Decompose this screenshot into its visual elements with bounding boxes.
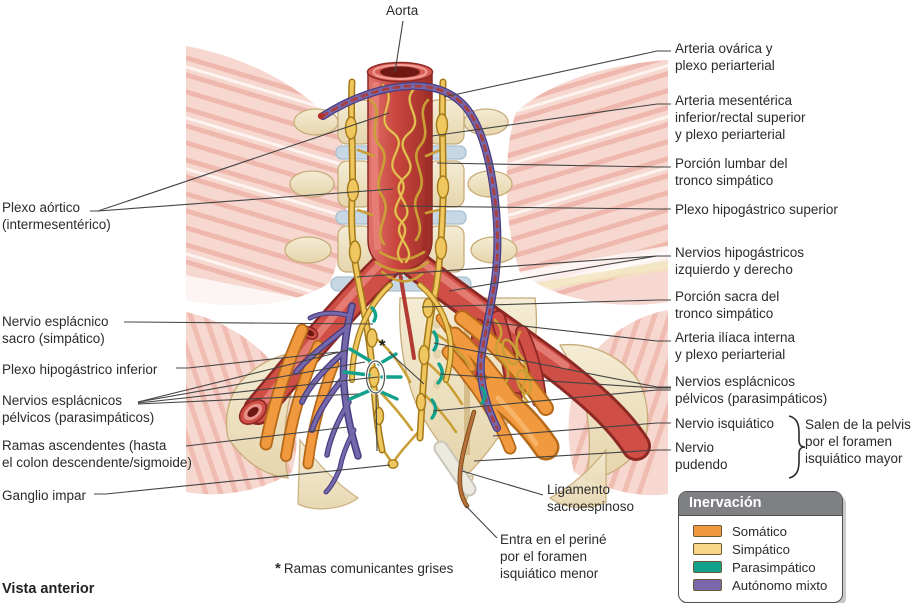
- asterisk-marker: *: [379, 336, 386, 355]
- label-plexo-hipogastrico-superior: Plexo hipogástrico superior: [675, 202, 838, 217]
- label-ramas-ascendentes: Ramas ascendentes (hasta el colon descen…: [2, 438, 192, 471]
- legend-swatch-somatico: [693, 525, 722, 537]
- label-plexo-aortico: Plexo aórtico (intermesentérico): [2, 200, 111, 233]
- label-salen-pelvis: Salen de la pelvis por el foramen isquiá…: [805, 417, 911, 467]
- label-arteria-iliaca-interna: Arteria ilíaca interna y plexo periarter…: [675, 330, 796, 363]
- footnote-text: Ramas comunicantes grises: [283, 561, 454, 576]
- footnote: *Ramas comunicantes grises: [275, 560, 453, 577]
- pudendal-nerve: [457, 409, 477, 509]
- legend-body: Somático Simpático Parasimpático Autónom…: [679, 516, 842, 602]
- brace: [788, 415, 806, 479]
- legend-swatch-parasimpatico: [693, 561, 722, 573]
- legend-label-parasimpatico: Parasimpático: [732, 559, 816, 575]
- sympathetic-nerves: [344, 78, 533, 469]
- legend-item-simpatico: Simpático: [687, 540, 834, 558]
- label-porcion-sacra: Porción sacra del tronco simpático: [675, 289, 780, 322]
- innervation-legend: Inervación Somático Simpático Parasimpát…: [678, 491, 843, 603]
- label-nervios-hipogastricos: Nervios hipogástricos izquierdo y derech…: [675, 245, 805, 278]
- label-nervio-pudendo: Nervio pudendo: [675, 440, 728, 473]
- footnote-asterisk: *: [275, 560, 281, 577]
- label-ganglio-impar: Ganglio impar: [2, 488, 87, 503]
- label-entra-perine: Entra en el periné por el foramen isquiá…: [500, 532, 607, 582]
- label-arteria-ovarica: Arteria ovárica y plexo periarterial: [675, 41, 775, 74]
- circle-marker: [364, 359, 387, 395]
- legend-swatch-simpatico: [693, 543, 722, 555]
- label-nervio-isquiatico: Nervio isquiático: [675, 416, 775, 431]
- legend-label-autonomo-mixto: Autónomo mixto: [732, 577, 828, 593]
- legend-item-autonomo-mixto: Autónomo mixto: [687, 576, 834, 594]
- label-porcion-lumbar: Porción lumbar del tronco simpático: [675, 156, 788, 189]
- legend-title: Inervación: [679, 492, 842, 516]
- leader-lines: [90, 20, 671, 539]
- label-nervios-esplacnicos-right: Nervios esplácnicos pélvicos (parasimpát…: [675, 374, 828, 407]
- legend-label-somatico: Somático: [732, 523, 787, 539]
- legend-swatch-autonomo-mixto: [693, 579, 722, 591]
- muscle-upper-right: [506, 60, 668, 305]
- label-aorta: Aorta: [386, 3, 419, 18]
- label-nervios-esplacnicos-left: Nervios esplácnicos pélvicos (parasimpát…: [2, 393, 155, 426]
- label-nervio-esplacnico-sacro: Nervio esplácnico sacro (simpático): [2, 314, 109, 347]
- legend-label-simpatico: Simpático: [732, 541, 790, 557]
- legend-item-parasimpatico: Parasimpático: [687, 558, 834, 576]
- label-plexo-hipogastrico-inferior: Plexo hipogástrico inferior: [2, 362, 158, 377]
- label-ligamento-sacroespinoso: Ligamento sacroespinoso: [547, 482, 635, 515]
- legend-item-somatico: Somático: [687, 522, 834, 540]
- label-arteria-mesenterica: Arteria mesentérica inferior/rectal supe…: [675, 93, 806, 143]
- figure-title: Vista anterior: [2, 581, 95, 597]
